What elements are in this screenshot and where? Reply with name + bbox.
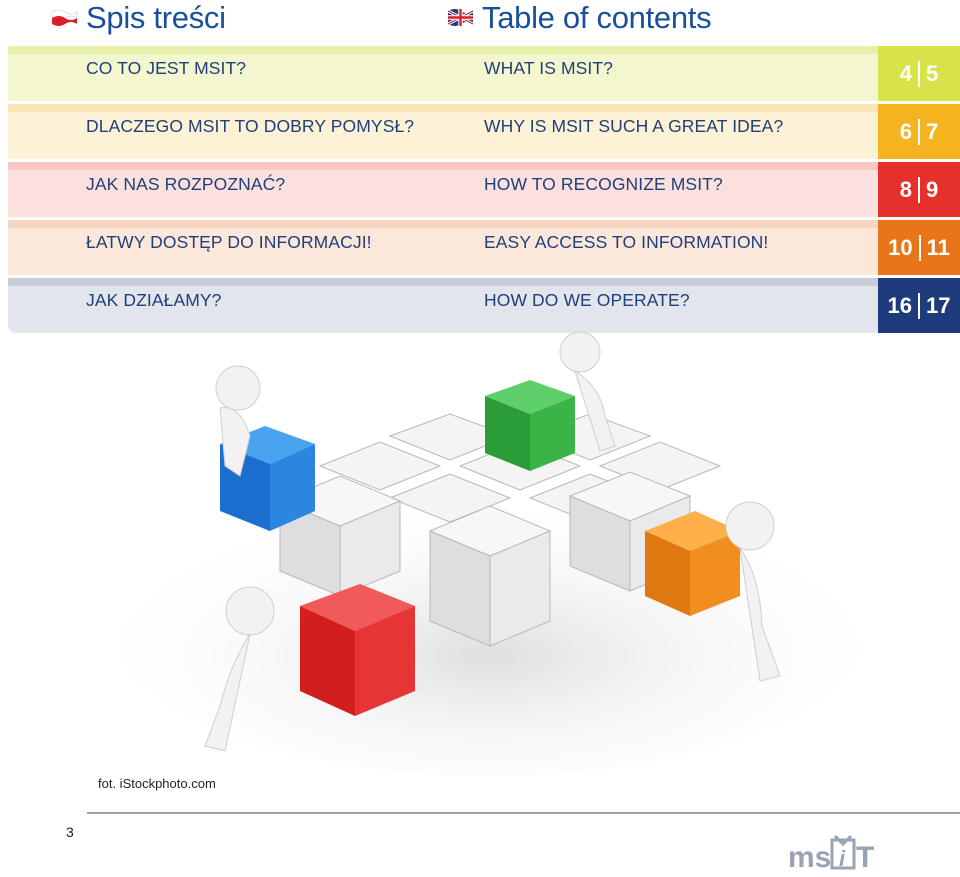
toc-row[interactable]: DLACZEGO MSIT TO DOBRY POMYSŁ? WHY IS MS…: [8, 104, 960, 159]
toc-title-en: WHY IS MSIT SUCH A GREAT IDEA?: [484, 116, 784, 136]
toc-title-en: WHAT IS MSIT?: [484, 58, 613, 78]
page-start: 8: [899, 176, 912, 202]
page-divider: [918, 234, 921, 261]
page-end: 7: [926, 118, 939, 144]
toc-row[interactable]: CO TO JEST MSIT? WHAT IS MSIT? 4 5: [8, 46, 960, 101]
page-number: 3: [66, 824, 74, 840]
page-range-tab: 8 9: [878, 162, 960, 217]
page-end: 5: [926, 60, 939, 86]
toc-title-pl: JAK NAS ROZPOZNAĆ?: [86, 174, 286, 194]
toc-title-pl: ŁATWY DOSTĘP DO INFORMACJI!: [86, 232, 372, 252]
page-start: 6: [899, 118, 912, 144]
page-range-tab: 16 17: [878, 278, 960, 333]
toc-row[interactable]: JAK NAS ROZPOZNAĆ? HOW TO RECOGNIZE MSIT…: [8, 162, 960, 217]
toc-title-en: HOW TO RECOGNIZE MSIT?: [484, 174, 723, 194]
en-header: Table of contents: [446, 0, 712, 36]
row-band: [8, 162, 960, 170]
toc-title-pl: DLACZEGO MSIT TO DOBRY POMYSŁ?: [86, 116, 415, 136]
row-band: [8, 46, 960, 54]
footer-divider: [87, 812, 960, 814]
row-band: [8, 220, 960, 228]
illustration-cubes-figures: [110, 331, 870, 776]
en-title: Table of contents: [482, 0, 712, 35]
page-divider: [918, 292, 920, 319]
page-range-tab: 10 11: [878, 220, 960, 275]
poland-flag-icon: [51, 9, 78, 26]
row-body: [8, 286, 878, 333]
page-divider: [918, 118, 920, 145]
toc-title-pl: CO TO JEST MSIT?: [86, 58, 247, 78]
uk-flag-icon: [447, 9, 474, 26]
row-band: [8, 104, 960, 112]
page-start: 16: [887, 292, 912, 318]
table-of-contents: CO TO JEST MSIT? WHAT IS MSIT? 4 5 DLACZ…: [8, 46, 960, 333]
toc-title-pl: JAK DZIAŁAMY?: [86, 290, 222, 310]
svg-text:i: i: [839, 846, 846, 871]
pl-title: Spis treści: [86, 0, 226, 35]
page-divider: [918, 176, 920, 203]
svg-text:T: T: [856, 841, 874, 872]
page-end: 11: [926, 234, 950, 260]
page-start: 10: [888, 234, 913, 260]
toc-title-en: HOW DO WE OPERATE?: [484, 290, 690, 310]
toc-row[interactable]: JAK DZIAŁAMY? HOW DO WE OPERATE? 16 17: [8, 278, 960, 333]
page-end: 9: [926, 176, 939, 202]
toc-title-en: EASY ACCESS TO INFORMATION!: [484, 232, 769, 252]
page-start: 4: [899, 60, 912, 86]
row-band: [8, 278, 960, 286]
page-divider: [918, 60, 920, 87]
toc-row[interactable]: ŁATWY DOSTĘP DO INFORMACJI! EASY ACCESS …: [8, 220, 960, 275]
page-end: 17: [926, 292, 951, 318]
pl-header: Spis treści: [50, 0, 226, 36]
row-body: [8, 228, 878, 275]
row-body: [8, 112, 878, 159]
row-body: [8, 54, 878, 101]
row-body: [8, 170, 878, 217]
page-range-tab: 4 5: [878, 46, 960, 101]
photo-credit: fot. iStockphoto.com: [98, 776, 216, 791]
page-range-tab: 6 7: [878, 104, 960, 159]
svg-text:ms: ms: [788, 841, 831, 872]
msit-logo-icon: ms i T: [788, 834, 874, 872]
